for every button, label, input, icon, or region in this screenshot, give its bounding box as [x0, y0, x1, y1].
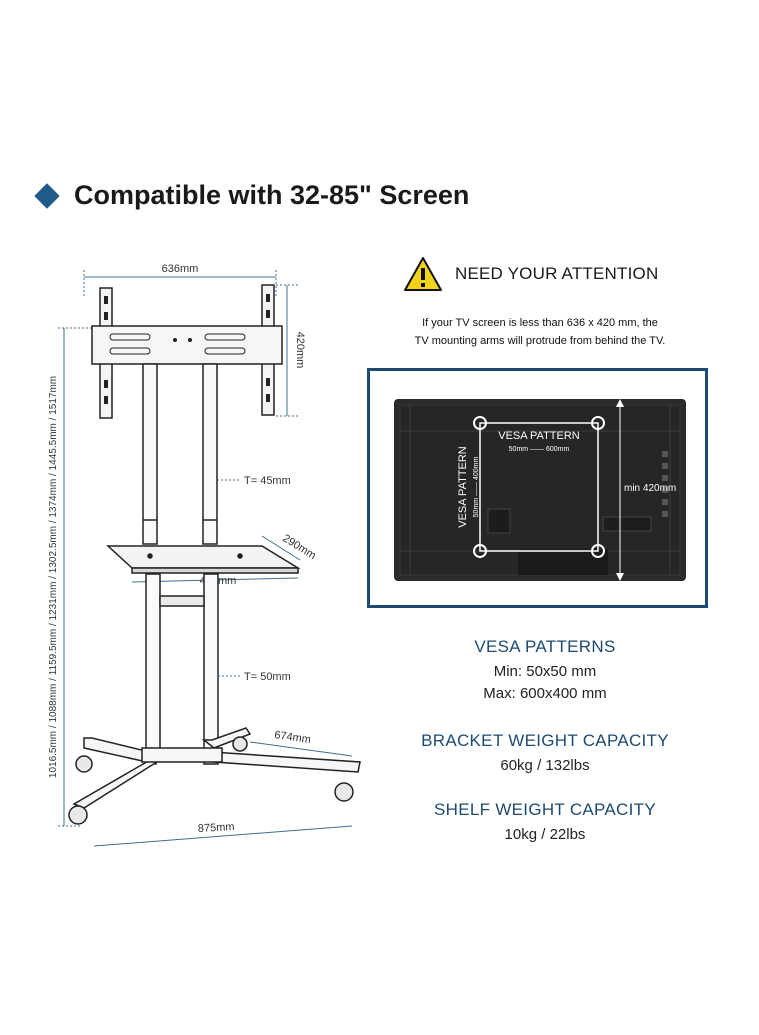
tv-back-diagram: VESA PATTERN 50mm —— 600mm VESA PATTERN …	[394, 399, 686, 581]
top-height-label: 420mm	[294, 332, 306, 369]
attention-header: NEED YOUR ATTENTION	[403, 256, 658, 292]
attention-note: If your TV screen is less than 636 x 420…	[380, 314, 700, 350]
attention-note-line2: TV mounting arms will protrude from behi…	[414, 335, 666, 347]
bracket-spec: BRACKET WEIGHT CAPACITY 60kg / 132lbs	[380, 731, 710, 777]
vesa-min: Min: 50x50 mm	[493, 663, 597, 680]
lower-tube-label: T= 50mm	[244, 671, 291, 683]
top-width-dimension	[83, 270, 277, 296]
vesa-spec: VESA PATTERNS Min: 50x50 mm Max: 600x400…	[380, 637, 710, 705]
base	[72, 727, 361, 809]
vesa-horizontal-range: 50mm —— 600mm	[509, 446, 570, 453]
shelf-value: 10kg / 22lbs	[504, 826, 586, 843]
casters	[68, 736, 354, 825]
shelf-spec: SHELF WEIGHT CAPACITY 10kg / 22lbs	[380, 800, 710, 846]
shelf-heading: SHELF WEIGHT CAPACITY	[434, 800, 656, 819]
vesa-heading: VESA PATTERNS	[474, 637, 616, 656]
vesa-horizontal-label: VESA PATTERN	[498, 430, 580, 442]
mount-plate	[91, 325, 283, 365]
vesa-rectangle	[479, 422, 599, 552]
diamond-icon	[34, 182, 60, 209]
vesa-holes	[473, 416, 605, 558]
title-row: Compatible with 32-85" Screen	[34, 180, 470, 211]
upper-tubes	[142, 363, 218, 545]
bracket-heading: BRACKET WEIGHT CAPACITY	[421, 731, 669, 750]
tv-diagram-frame: VESA PATTERN 50mm —— 600mm VESA PATTERN …	[367, 368, 708, 608]
warning-triangle-icon	[404, 257, 442, 291]
attention-title: NEED YOUR ATTENTION	[455, 264, 659, 283]
stand-diagram: 636mm 420mm 1016.5mm / 1088mm / 1159.5mm…	[48, 263, 361, 847]
upper-tube-label: T= 45mm	[244, 475, 291, 487]
vesa-max: Max: 600x400 mm	[483, 685, 607, 702]
base-depth-label: 674mm	[274, 729, 312, 746]
shelf-depth-label: 290mm	[280, 532, 317, 562]
page-title: Compatible with 32-85" Screen	[74, 180, 470, 210]
top-width-label: 636mm	[162, 263, 199, 275]
min-height-label: min 420mm	[624, 483, 676, 494]
vesa-vertical-label: VESA PATTERN	[457, 446, 469, 528]
height-options-label: 1016.5mm / 1088mm / 1159.5mm / 1231mm / …	[48, 376, 59, 778]
shelf	[106, 545, 301, 574]
vesa-vertical-range: 50mm —— 400mm	[473, 456, 480, 517]
lower-tubes	[145, 573, 219, 765]
attention-note-line1: If your TV screen is less than 636 x 420…	[422, 317, 658, 329]
base-width-label: 875mm	[198, 821, 235, 835]
bracket-value: 60kg / 132lbs	[500, 757, 590, 774]
height-dimension	[58, 327, 100, 827]
top-height-dimension	[276, 284, 298, 417]
